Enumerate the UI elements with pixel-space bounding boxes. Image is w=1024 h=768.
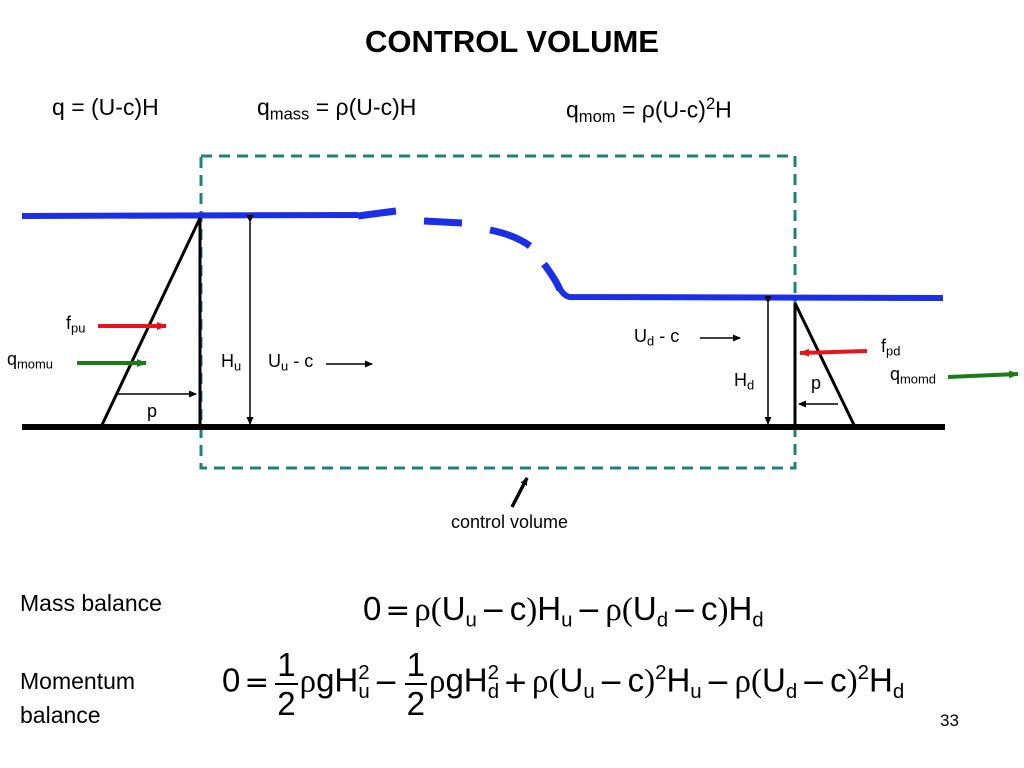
- uu-c-label: Uu - c: [268, 351, 314, 374]
- ud-c-label: Ud - c: [634, 326, 680, 349]
- fpd-arrow: [799, 348, 868, 357]
- upstream-water-surface: [21, 212, 359, 219]
- control-volume-label: control volume: [451, 512, 569, 532]
- downstream-water-surface: [555, 283, 944, 301]
- momentum-balance-label-line2: balance: [20, 702, 101, 728]
- mass-balance-label: Mass balance: [20, 590, 162, 616]
- qmomd-label: qmomd: [890, 364, 937, 387]
- hd-label: Hd: [734, 370, 755, 393]
- control-volume-pointer: [510, 477, 529, 508]
- fpd-label: fpd: [881, 336, 901, 359]
- upstream-pressure-triangle: [99, 217, 202, 428]
- qmomu-label: qmomu: [7, 349, 54, 372]
- qmass-formula: qmass = ρ(U-c)H: [257, 94, 417, 124]
- qmomd-arrow: [947, 370, 1019, 379]
- bore-front: [357, 207, 564, 292]
- hu-label: Hu: [221, 351, 242, 374]
- fpu-label: fpu: [66, 313, 86, 336]
- q-formula: q = (U-c)H: [52, 94, 159, 120]
- momentum-balance-label-line1: Momentum: [20, 668, 136, 694]
- p-left-label: p: [147, 401, 158, 421]
- control-volume-box: [199, 154, 797, 470]
- mass-balance-equation: 0=ρ(Uu−c)Hu−ρ(Ud−c)Hd: [363, 590, 764, 632]
- slide-title: CONTROL VOLUME: [365, 24, 659, 59]
- page-number: 33: [940, 711, 959, 730]
- downstream-pressure-triangle: [793, 302, 857, 428]
- p-right-label: p: [811, 373, 822, 393]
- qmom-formula: qmom = ρ(U-c)2H: [566, 94, 732, 126]
